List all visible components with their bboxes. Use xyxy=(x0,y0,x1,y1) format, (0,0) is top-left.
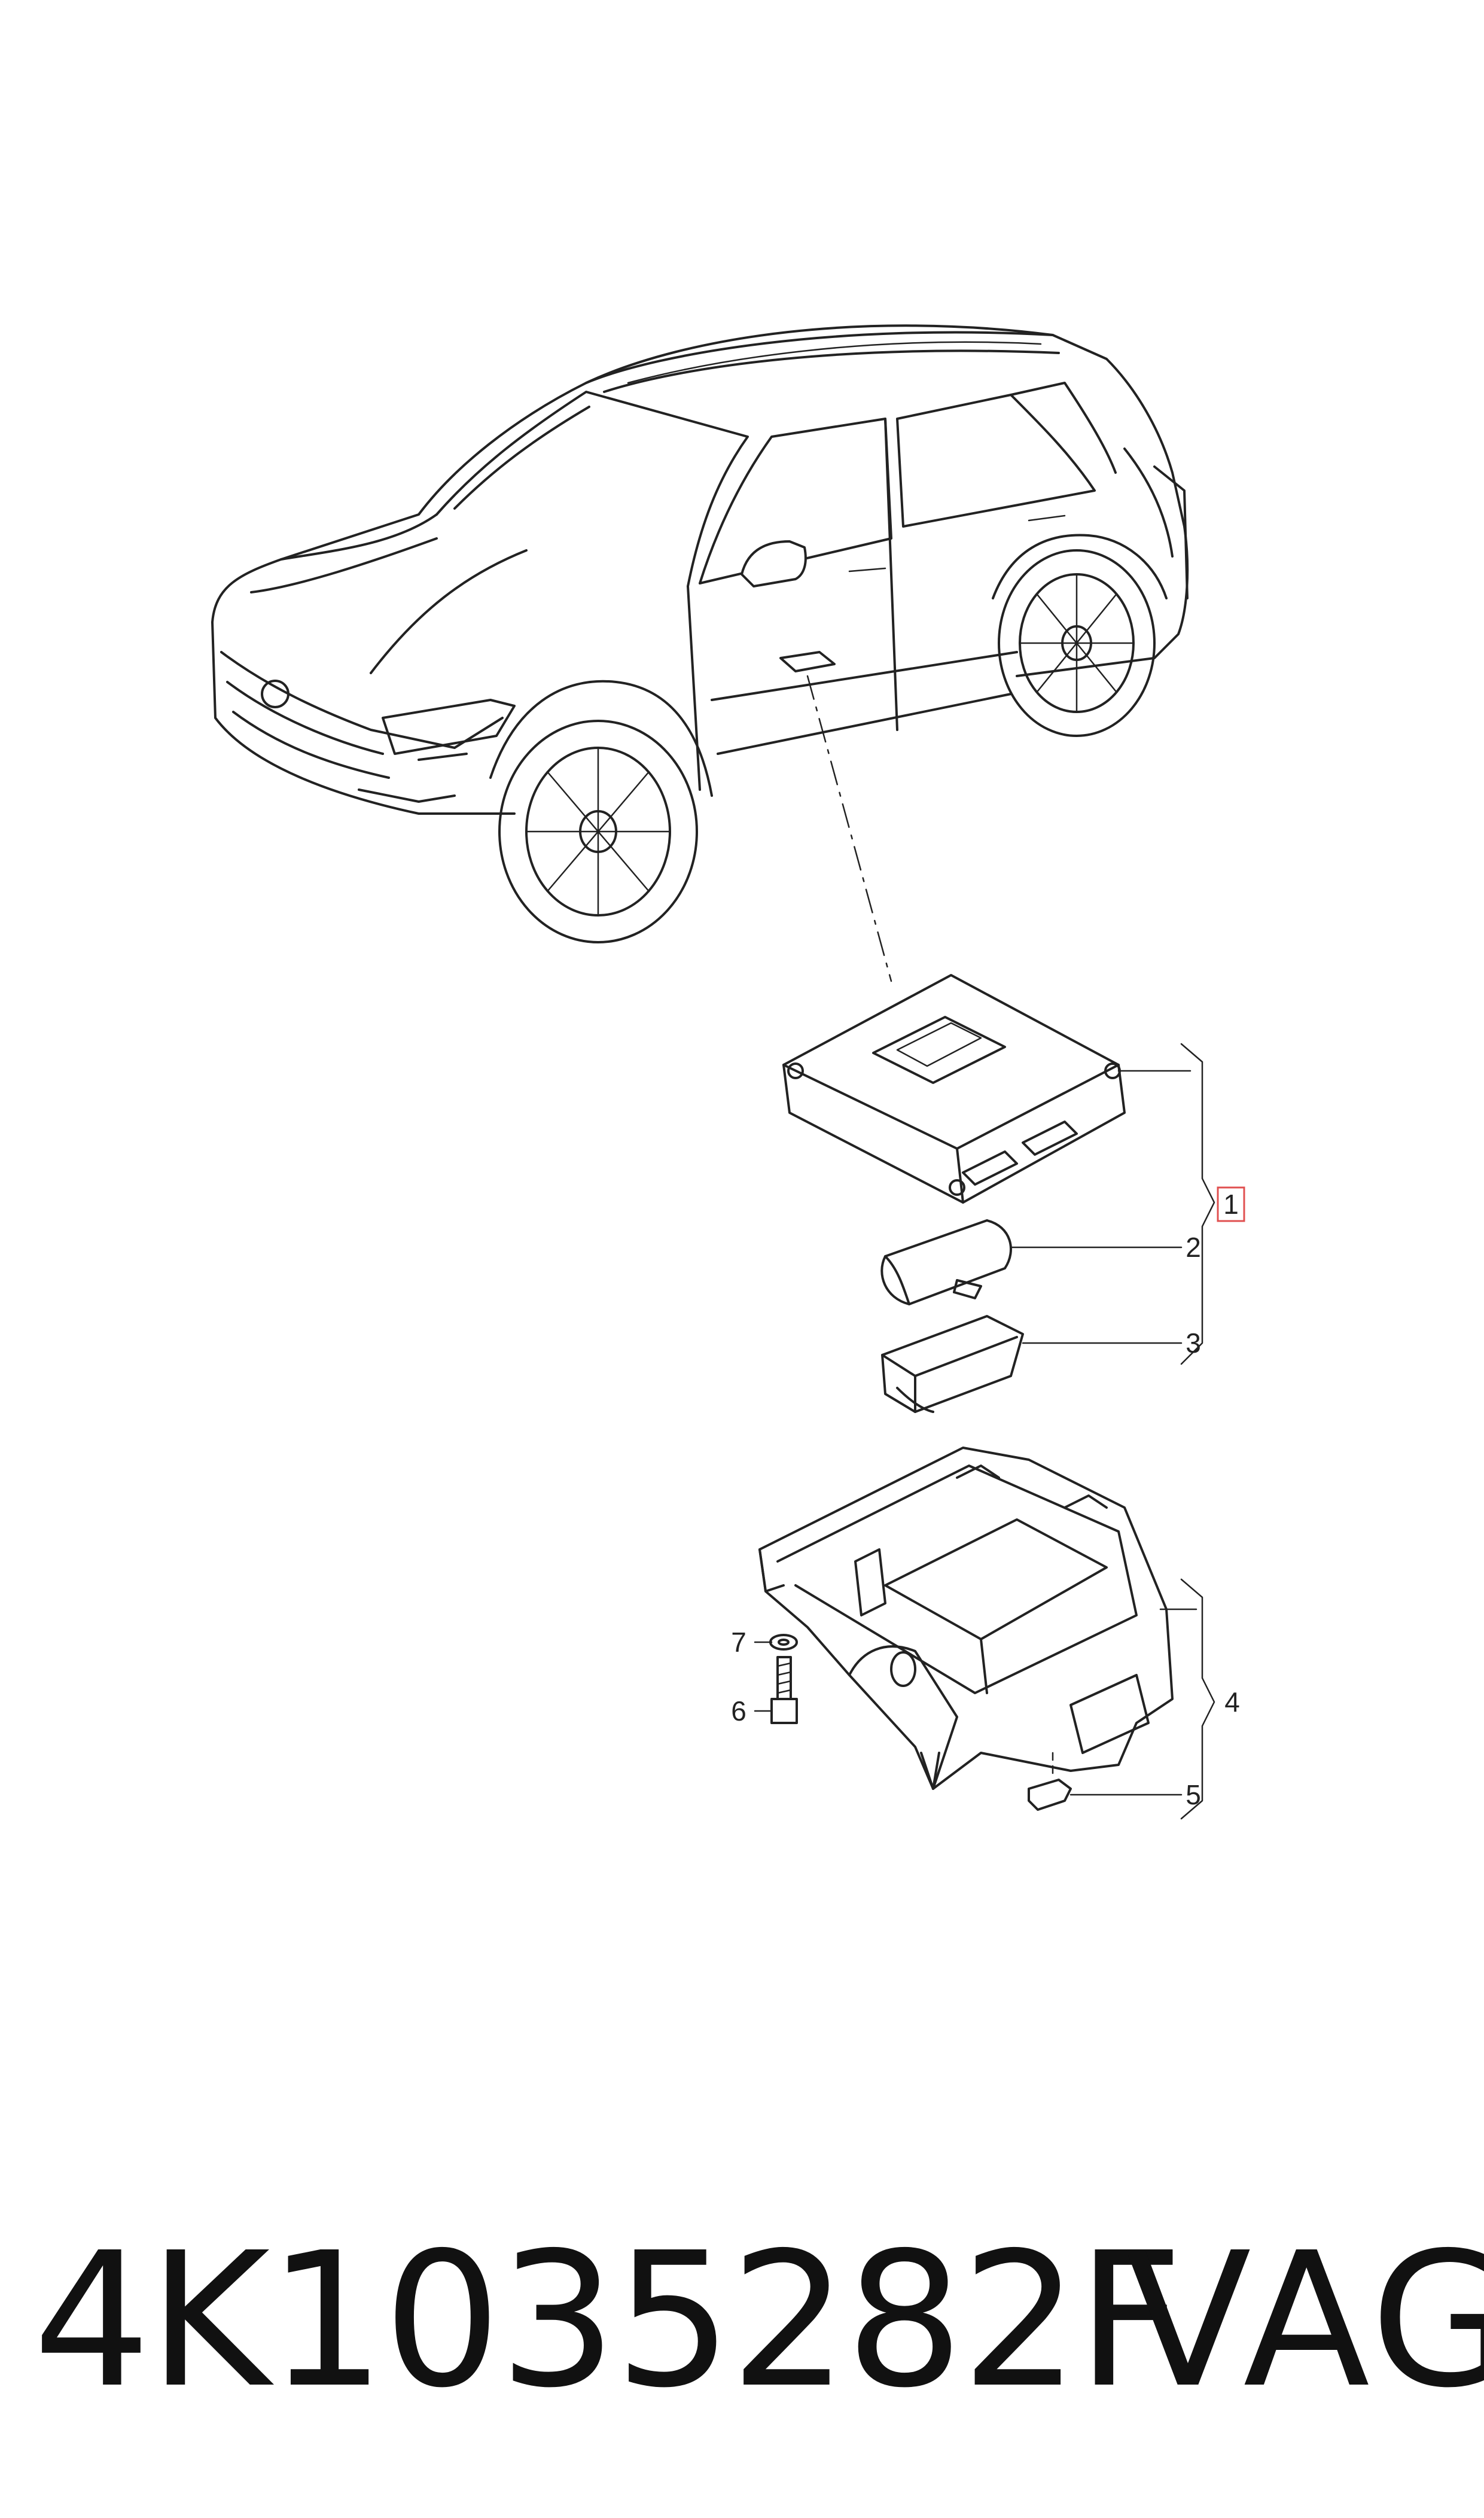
leader-lines xyxy=(754,1043,1215,1820)
antenna-module-illustration xyxy=(880,1219,1012,1305)
vehicle-illustration xyxy=(211,324,1189,943)
location-leader-line xyxy=(806,675,892,982)
washer-illustration xyxy=(769,1634,798,1651)
callout-6: 6 xyxy=(731,1695,746,1727)
mounting-bracket-illustration xyxy=(758,1447,1174,1790)
antenna-holder-illustration xyxy=(881,1315,1024,1413)
callout-3: 3 xyxy=(1186,1327,1201,1359)
part-footer: 4K1035282F VAG xyxy=(0,2213,1484,2429)
callout-1: 1 xyxy=(1223,1189,1239,1220)
brand-label: VAG xyxy=(1125,2213,1484,2429)
clip-nut-illustration xyxy=(1028,1752,1072,1811)
part-number: 4K1035282F xyxy=(33,2213,1183,2429)
callout-7: 7 xyxy=(731,1627,746,1658)
callout-5: 5 xyxy=(1186,1779,1201,1810)
callout-1-highlight xyxy=(1217,1186,1245,1222)
callout-4: 4 xyxy=(1224,1686,1240,1718)
control-unit-illustration xyxy=(782,974,1126,1204)
callout-labels: 1 2 3 4 5 6 7 xyxy=(731,1186,1245,1810)
callout-2: 2 xyxy=(1186,1232,1201,1263)
bolt-illustration xyxy=(770,1656,798,1724)
